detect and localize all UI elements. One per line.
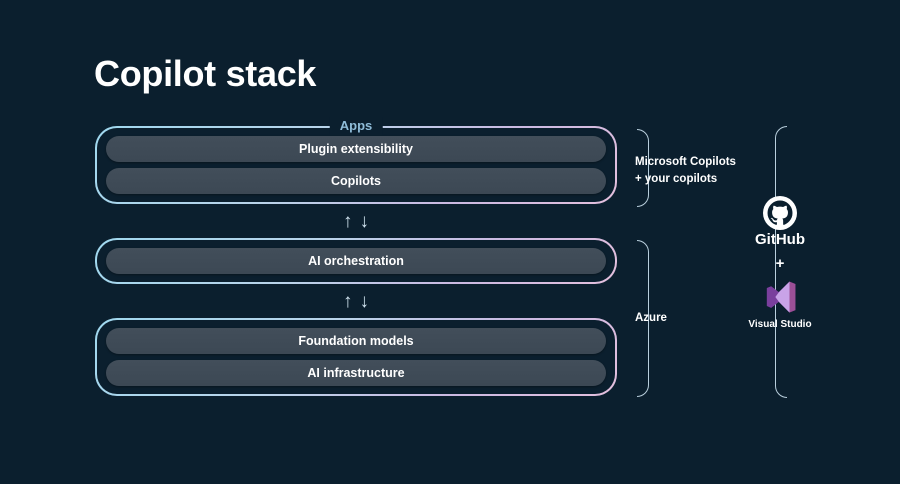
stack-layer-orchestration: AI orchestration <box>95 238 617 284</box>
github-logo-block: GitHub <box>735 196 825 248</box>
annotation-azure: Azure <box>635 312 667 324</box>
annotation-microsoft-copilots: Microsoft Copilots + your copilots <box>635 156 736 185</box>
visual-studio-label: Visual Studio <box>748 319 812 330</box>
arrow-down-icon: ↓ <box>359 210 370 232</box>
plus-separator: + <box>775 255 785 272</box>
arrow-down-icon: ↓ <box>359 290 370 312</box>
connector-apps-to-orchestration: ↑ ↓ <box>95 204 617 238</box>
layer-caption-apps: Apps <box>329 117 383 135</box>
stack-layer-apps: Apps Plugin extensibility Copilots <box>95 117 617 204</box>
stack-row-ai-orchestration[interactable]: AI orchestration <box>106 248 606 274</box>
visual-studio-logo-block: Visual Studio <box>735 278 825 330</box>
github-label: GitHub <box>755 231 805 248</box>
stack-row-ai-infrastructure[interactable]: AI infrastructure <box>106 360 606 386</box>
page-title: Copilot stack <box>94 53 317 94</box>
connector-orchestration-to-foundation: ↑ ↓ <box>95 284 617 318</box>
arrow-up-icon: ↑ <box>343 210 353 232</box>
copilot-stack-diagram: Apps Plugin extensibility Copilots ↑ ↓ A… <box>95 117 617 396</box>
stack-row-copilots[interactable]: Copilots <box>106 168 606 194</box>
github-octocat-icon <box>763 196 797 230</box>
stack-row-plugin-extensibility[interactable]: Plugin extensibility <box>106 136 606 162</box>
stack-layer-foundation: Foundation models AI infrastructure <box>95 318 617 396</box>
stack-row-foundation-models[interactable]: Foundation models <box>106 328 606 354</box>
visual-studio-infinity-icon <box>766 281 796 313</box>
arrow-up-icon: ↑ <box>343 290 353 312</box>
